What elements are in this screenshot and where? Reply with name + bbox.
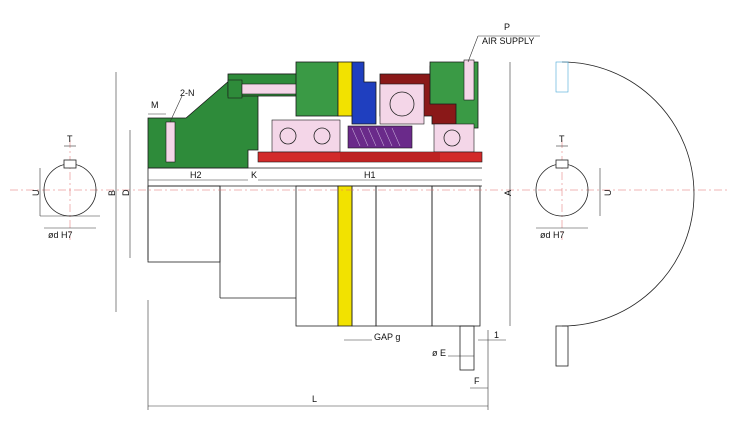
label-h1: H1 [364, 170, 376, 180]
label-l: L [312, 394, 317, 404]
label-k: K [251, 170, 257, 180]
label-b: B [107, 190, 117, 196]
label-one: 1 [494, 330, 499, 340]
piston [351, 61, 377, 125]
guard-outline [561, 61, 695, 327]
elevation-view [147, 167, 482, 371]
label-f: F [474, 376, 480, 386]
section-view [147, 59, 483, 169]
friction-disk-lower [337, 185, 353, 327]
label-e: ø E [432, 348, 446, 358]
set-screw [165, 121, 176, 163]
friction-disk [337, 61, 353, 117]
label-air-supply: AIR SUPPLY [482, 36, 534, 46]
bearing-upper [379, 83, 425, 125]
label-gap: GAP g [374, 332, 400, 342]
label-u-right: U [603, 190, 613, 197]
label-m: M [151, 100, 159, 110]
label-t-left: T [67, 134, 73, 144]
label-a: A [503, 190, 513, 196]
left-end-view [39, 145, 100, 229]
bearing-lower [433, 123, 475, 153]
label-p: P [504, 22, 510, 32]
label-u-left: U [31, 190, 41, 197]
label-bore-right: ød H7 [540, 230, 565, 240]
drive-flange [295, 61, 339, 117]
label-d: D [121, 189, 131, 196]
label-t-right: T [559, 134, 565, 144]
label-n: 2-N [180, 88, 195, 98]
air-fitting [463, 59, 475, 101]
label-h2: H2 [190, 170, 202, 180]
bearing-left [271, 119, 341, 153]
dimensions [115, 35, 540, 410]
label-bore-left: ød H7 [48, 230, 73, 240]
right-end-view [535, 145, 601, 229]
cap-screw-head [227, 79, 243, 99]
